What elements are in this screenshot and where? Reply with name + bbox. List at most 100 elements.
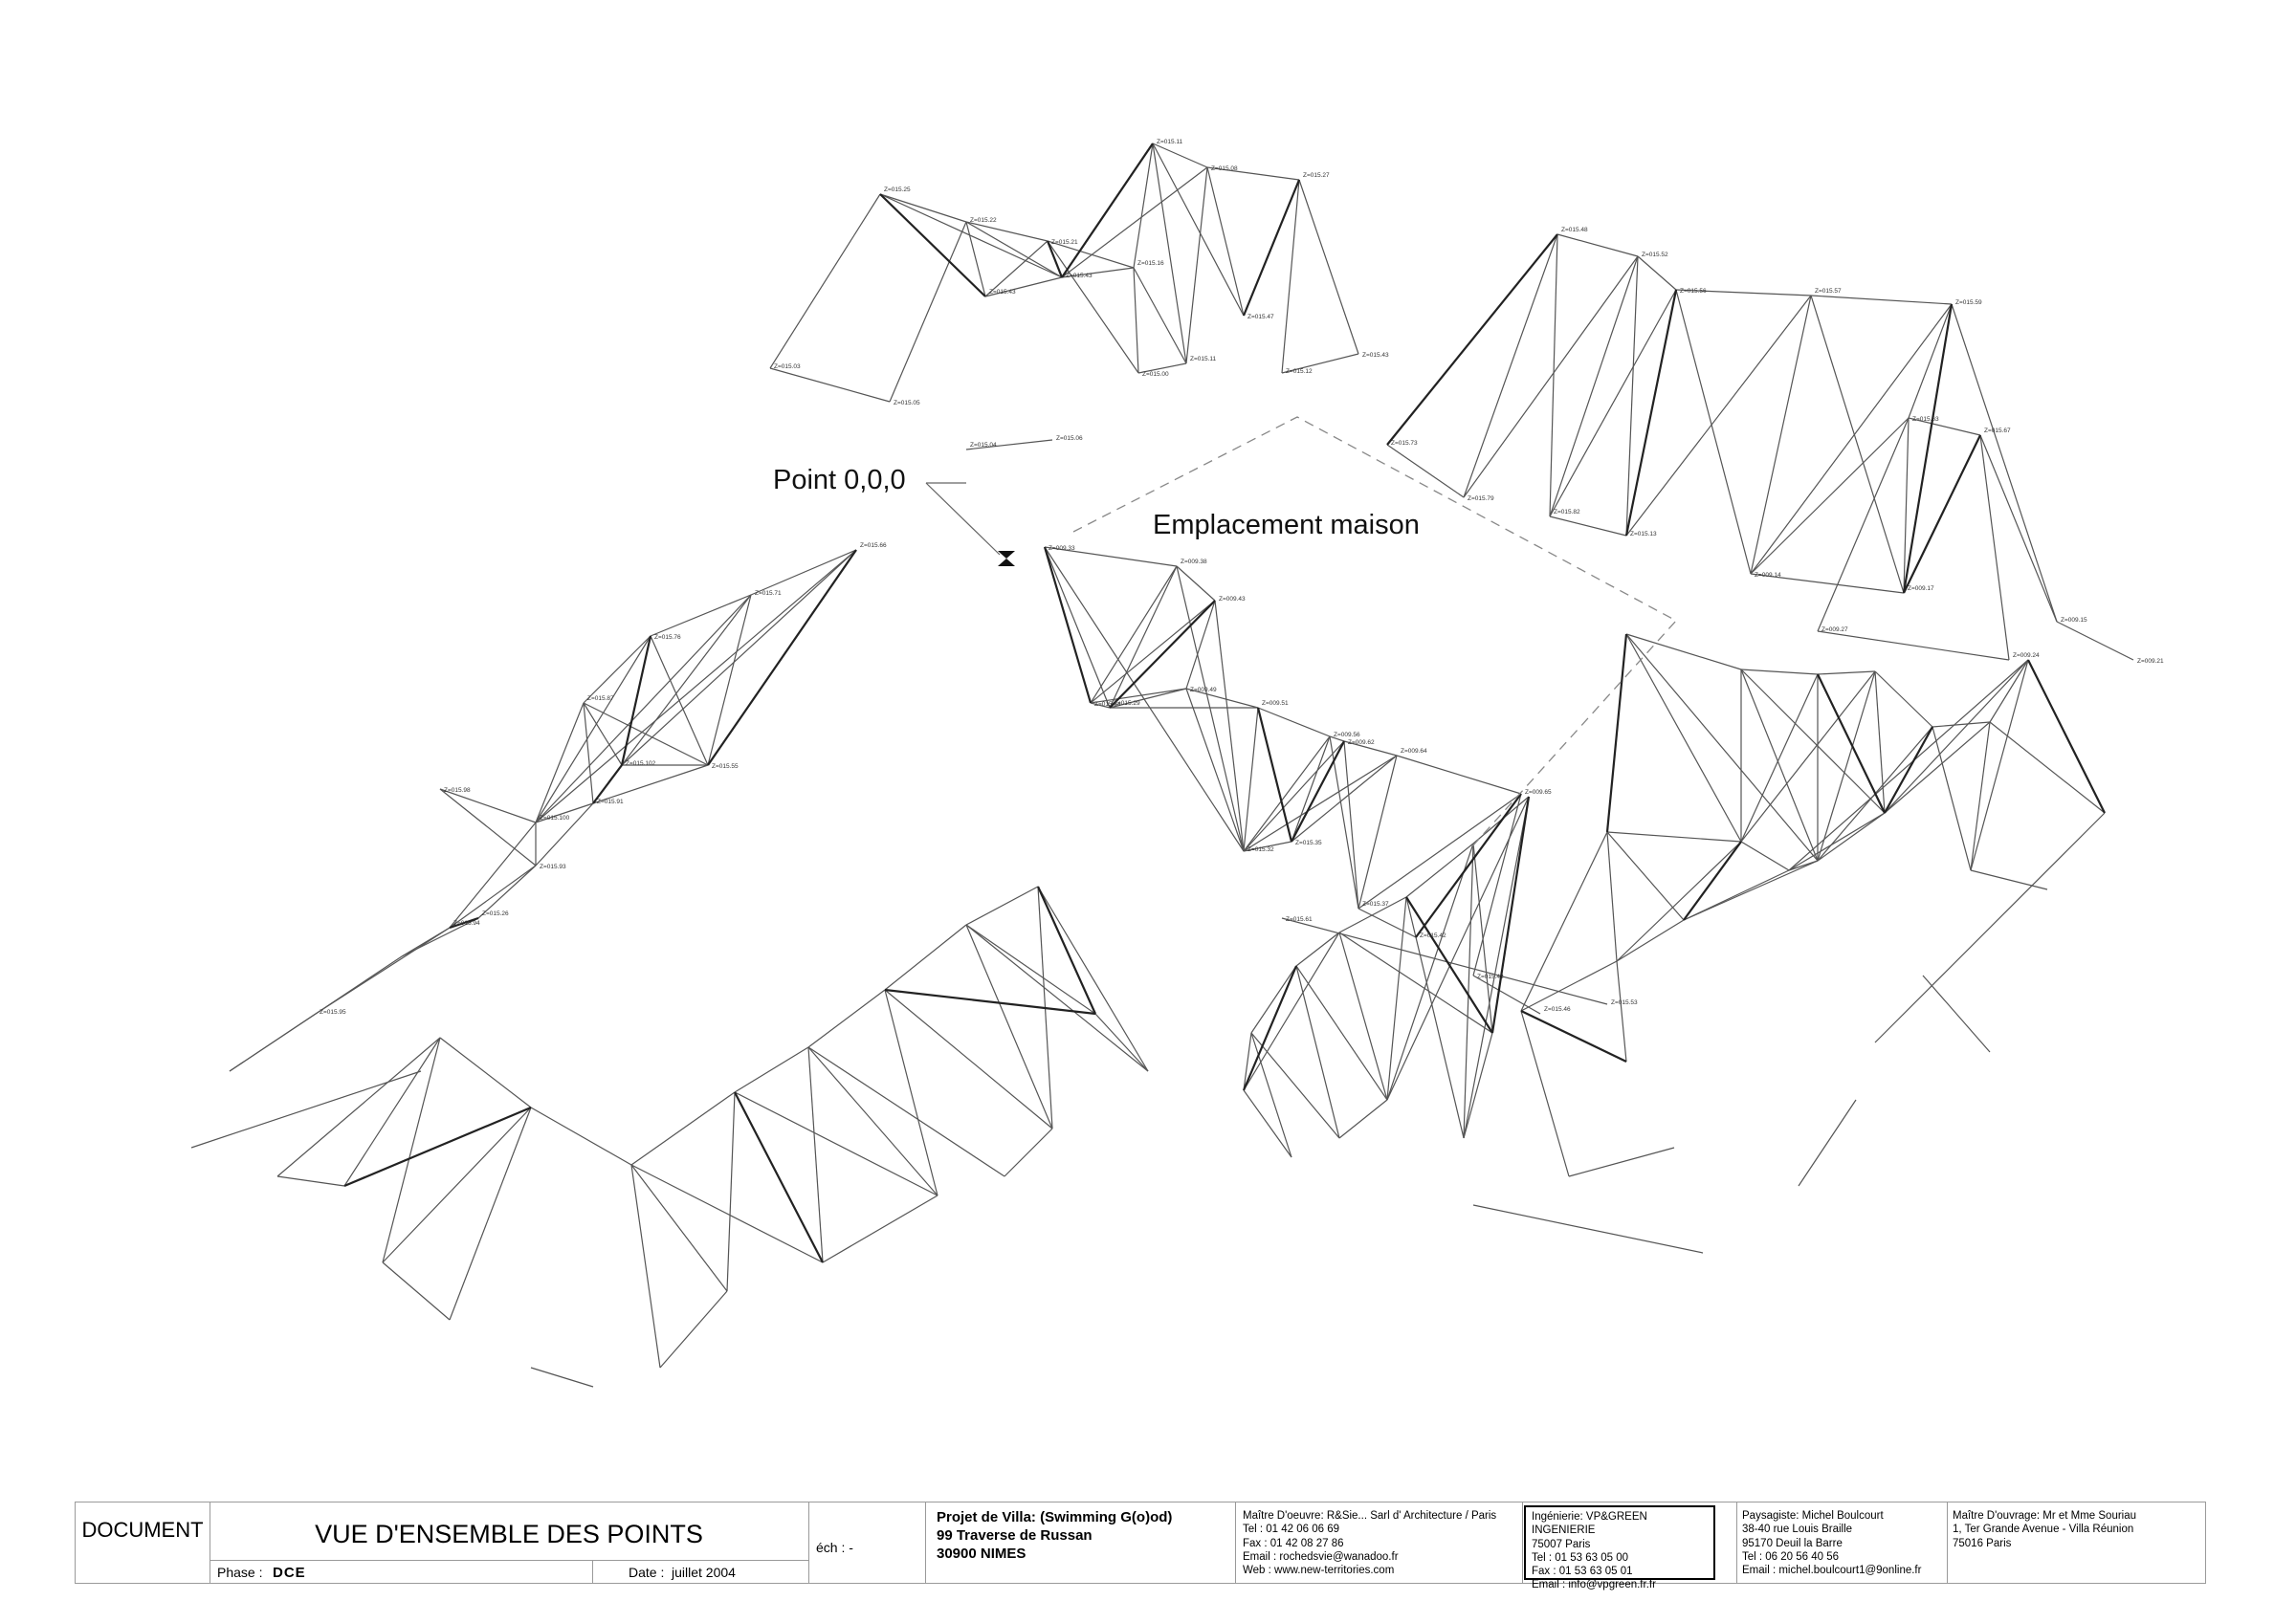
- elevation-label: Z=009.56: [1334, 732, 1360, 738]
- structure-line: [1291, 755, 1398, 843]
- point-elevation-labels: Z=015.25Z=015.22Z=015.21Z=015.16Z=015.11…: [320, 139, 2164, 1016]
- elevation-label: Z=015.66: [860, 542, 887, 549]
- landscape-line-5: Email : michel.boulcourt1@9online.fr: [1742, 1565, 1922, 1577]
- structure-line: [1556, 233, 1639, 257]
- structure-line: [1605, 633, 1628, 833]
- project-line-1: Projet de Villa: (Swimming G(o)od): [937, 1509, 1173, 1525]
- elevation-label: Z=009.43: [1219, 596, 1246, 603]
- structure-line: [1970, 721, 1991, 871]
- structure-line: [1874, 670, 1886, 814]
- structure-line: [1951, 303, 2058, 623]
- structure-line: [1133, 267, 1139, 374]
- structure-line: [884, 988, 1096, 1016]
- structure-line: [1970, 659, 2029, 871]
- structure-line: [1291, 740, 1345, 843]
- structure-line: [807, 1046, 938, 1196]
- structure-line: [1256, 707, 1293, 843]
- structure-line: [769, 193, 881, 369]
- structure-line: [726, 1091, 736, 1292]
- structure-line: [650, 594, 752, 637]
- structure-line: [1061, 143, 1154, 278]
- structure-line: [1047, 240, 1139, 374]
- structure-line: [1908, 417, 1981, 436]
- structure-line: [1358, 908, 1417, 938]
- structure-line: [1637, 255, 1677, 291]
- structure-line: [1243, 740, 1345, 852]
- structure-line: [1415, 793, 1522, 938]
- project-line-2: 99 Traverse de Russan: [937, 1527, 1093, 1544]
- wireframe-bold-lines: [343, 143, 2106, 1263]
- elevation-label: Z=009.21: [2137, 658, 2164, 665]
- structure-line: [1329, 735, 1359, 910]
- elevation-label: Z=015.11: [1190, 356, 1217, 362]
- structure-line: [1810, 295, 1905, 594]
- structure-line: [1386, 233, 1558, 446]
- structure-line: [1472, 1204, 1704, 1254]
- drawing-title: VUE D'ENSEMBLE DES POINTS: [315, 1520, 703, 1548]
- structure-line: [1817, 670, 1876, 862]
- structure-line: [1090, 565, 1178, 704]
- architect-info: Maître D'oeuvre: R&Sie... Sarl d' Archit…: [1243, 1509, 1496, 1577]
- structure-line: [1750, 573, 1905, 594]
- structure-line: [2056, 621, 2134, 661]
- structure-line: [807, 1046, 1005, 1177]
- structure-line: [535, 802, 594, 866]
- elevation-label: Z=009.27: [1821, 626, 1848, 633]
- elevation-label: Z=015.35: [1295, 840, 1322, 846]
- structure-line: [1788, 659, 2029, 871]
- structure-line: [1338, 932, 1388, 1101]
- structure-line: [1386, 444, 1465, 498]
- structure-line: [1250, 1032, 1340, 1139]
- structure-line: [1902, 303, 1954, 594]
- structure-line: [1675, 289, 1812, 296]
- structure-line: [1616, 960, 1627, 1063]
- structure-line: [707, 549, 857, 766]
- structure-line: [1817, 812, 1886, 862]
- elevation-label: Z=009.14: [1755, 572, 1781, 579]
- structure-line: [1817, 670, 1876, 675]
- elevation-label: Z=015.43: [1066, 273, 1093, 279]
- structure-line: [965, 924, 1053, 1130]
- structure-line: [1568, 1147, 1675, 1177]
- structure-line: [1903, 434, 1981, 594]
- elevation-label: Z=009.24: [2013, 652, 2040, 659]
- structure-line: [1549, 289, 1677, 517]
- structure-line: [1884, 659, 2029, 814]
- structure-line: [1094, 1013, 1149, 1072]
- structure-line: [1884, 721, 1991, 814]
- structure-line: [889, 221, 967, 403]
- elevation-label: Z=015.76: [654, 634, 681, 641]
- structure-line: [477, 865, 537, 919]
- structure-line: [1206, 166, 1245, 317]
- structure-line: [1044, 546, 1111, 709]
- structure-line: [1046, 240, 1064, 278]
- structure-line: [449, 865, 537, 929]
- elevation-label: Z=015.21: [1051, 239, 1078, 246]
- structure-line: [879, 193, 1063, 278]
- elevation-label: Z=009.65: [1525, 789, 1552, 796]
- structure-line: [879, 193, 967, 223]
- structure-line: [1338, 932, 1493, 1034]
- elevation-label: Z=015.67: [1984, 428, 2011, 434]
- structure-line: [1740, 841, 1790, 871]
- elevation-label: Z=015.43: [989, 289, 1016, 296]
- structure-line: [1329, 735, 1345, 742]
- structure-line: [630, 1164, 824, 1263]
- date-value: juillet 2004: [672, 1565, 736, 1580]
- structure-line: [630, 1164, 728, 1292]
- structure-line: [229, 1032, 288, 1072]
- elevation-label: Z=015.27: [1303, 172, 1330, 179]
- elevation-label: Z=015.05: [894, 400, 920, 406]
- structure-line: [1625, 633, 1819, 862]
- structure-line: [1250, 1032, 1292, 1158]
- structure-line: [1817, 673, 1886, 814]
- elevation-label: Z=015.25: [884, 186, 911, 193]
- elevation-label: Z=015.79: [1468, 495, 1494, 502]
- structure-line: [1405, 896, 1493, 1034]
- structure-line: [1908, 303, 1953, 419]
- structure-line: [1979, 434, 2058, 623]
- origin-point-label: Point 0,0,0: [773, 465, 906, 495]
- phase-value: DCE: [273, 1565, 306, 1581]
- elevation-label: Z=015.08: [1211, 165, 1238, 172]
- owner-info: Maître D'ouvrage: Mr et Mme Souriau 1, T…: [1953, 1509, 2136, 1550]
